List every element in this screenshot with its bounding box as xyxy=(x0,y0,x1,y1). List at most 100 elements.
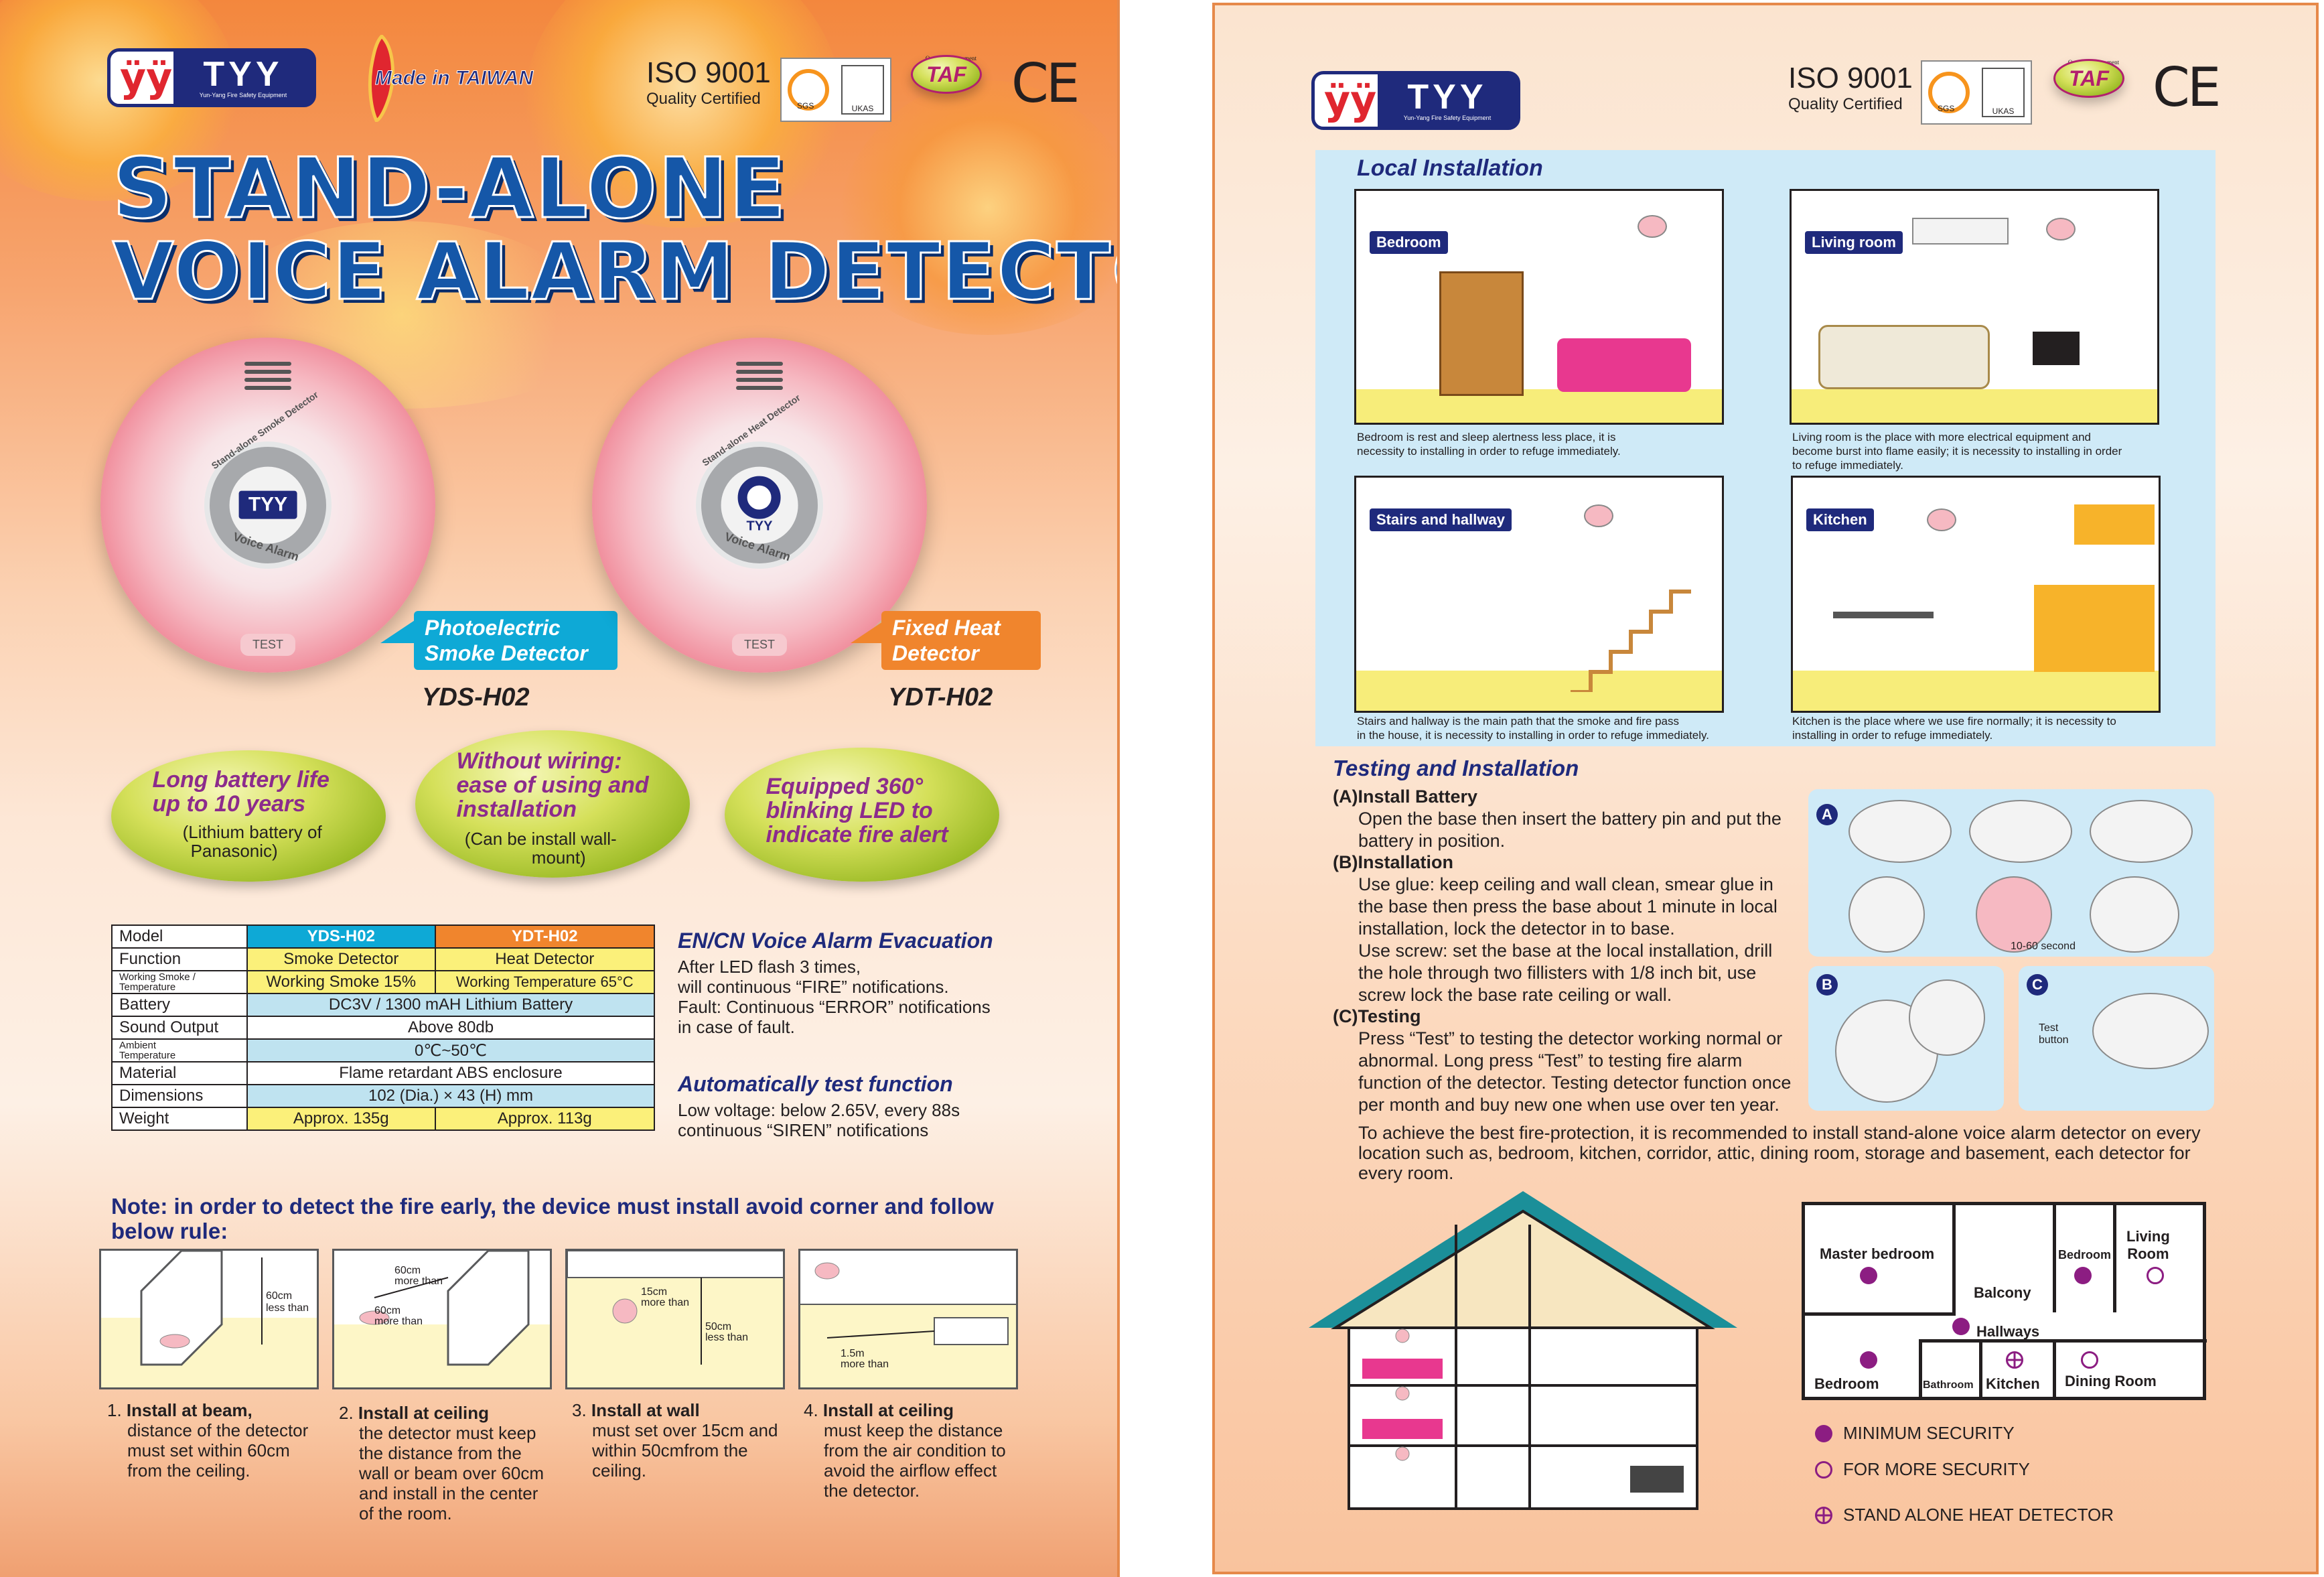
photoelectric-callout: Photoelectric Smoke Detector xyxy=(414,611,618,670)
legend-heat: STAND ALONE HEAT DETECTOR xyxy=(1815,1505,2114,1525)
step-1: 1. Install at beam, distance of the dete… xyxy=(107,1400,309,1481)
model-yds: YDS-H02 xyxy=(422,683,530,711)
legend-minimum: MINIMUM SECURITY xyxy=(1815,1423,2015,1444)
feature-wiring: Without wiring: ease of using and instal… xyxy=(415,730,690,878)
floor-plan: Master bedroom Bedroom Living Room Balco… xyxy=(1802,1202,2207,1400)
feature-led: Equipped 360° blinking LED to indicate f… xyxy=(725,748,999,882)
bed xyxy=(1557,338,1691,392)
local-title: Local Installation xyxy=(1357,155,1543,181)
tyy-mark: ÿÿ xyxy=(1324,77,1377,124)
step-b-illustration: B xyxy=(1808,966,2004,1111)
speaker-vents-icon xyxy=(736,358,783,394)
caption-living: Living room is the place with more elect… xyxy=(1792,431,2122,472)
room-living: Living room xyxy=(1790,189,2159,425)
filled-circle-icon xyxy=(1815,1424,1832,1442)
fixed-heat-callout: Fixed Heat Detector xyxy=(881,611,1041,670)
taf-badge: TAF Quality Management QC001 xyxy=(911,55,991,94)
room-bedroom: Bedroom xyxy=(1354,189,1724,425)
iso-certification: ISO 9001 Quality Certified xyxy=(1788,62,1913,113)
taf-badge: TAF Quality Management QC001 xyxy=(2053,59,2134,98)
more-security-marker xyxy=(2147,1267,2164,1284)
text-install-battery: Open the base then insert the battery pi… xyxy=(1358,809,1782,851)
brand-name: TYY xyxy=(203,55,283,94)
detector-icon xyxy=(1584,504,1613,527)
text-installation: Use glue: keep ceiling and wall clean, s… xyxy=(1358,874,1777,1005)
kitchen-cabinet xyxy=(2034,585,2155,672)
title-line-1: STAND-ALONE xyxy=(111,140,788,238)
advice-text: To achieve the best fire-protection, it … xyxy=(1358,1123,2201,1183)
test-button: TEST xyxy=(240,634,296,656)
taiwan-map-icon xyxy=(362,33,402,123)
min-security-marker xyxy=(2074,1267,2092,1284)
made-in-taiwan: Made in TAIWAN xyxy=(374,67,534,90)
house-cutaway-illustration xyxy=(1309,1191,1737,1510)
heading-installation: (B)Installation xyxy=(1333,852,1453,872)
step-c-illustration: C Test button xyxy=(2019,966,2214,1111)
tyy-mark: ÿÿ xyxy=(120,54,173,101)
legend-more: FOR MORE SECURITY xyxy=(1815,1459,2030,1480)
testing-title: Testing and Installation xyxy=(1333,756,1579,780)
step-3: 3. Install at wall must set over 15cm an… xyxy=(572,1400,778,1481)
autotest-title: Automatically test function xyxy=(678,1072,953,1096)
detector-icon xyxy=(1638,215,1667,238)
brand-tagline: Yun-Yang Fire Safety Equipment xyxy=(1403,115,1492,121)
detector-icon xyxy=(1927,508,1956,531)
crossed-circle-icon xyxy=(1815,1506,1832,1524)
flame-decoration xyxy=(837,80,1117,335)
step-4: 4. Install at ceiling must keep the dist… xyxy=(804,1400,1006,1501)
sgs-ukas-badge: SGS UKAS xyxy=(780,58,891,122)
sgs-ukas-badge: SGS UKAS xyxy=(1921,60,2032,125)
title-line-2: VOICE ALARM DETECTOR xyxy=(112,224,1117,319)
hollow-circle-icon xyxy=(1815,1460,1832,1479)
diagram-ceiling: 60cm more than 60cm more than xyxy=(332,1249,552,1389)
caption-bedroom: Bedroom is rest and sleep alertness less… xyxy=(1357,431,1621,458)
test-button: TEST xyxy=(731,634,788,656)
sgs-check-icon: SGS xyxy=(788,69,829,111)
ce-mark: CE xyxy=(1011,52,1080,115)
step-a-illustration: A 10-60 second xyxy=(1808,789,2214,957)
heading-testing: (C)Testing xyxy=(1333,1006,1421,1026)
sgs-check-icon: SGS xyxy=(1928,72,1970,113)
left-page: ÿÿ TYY Yun-Yang Fire Safety Equipment Ma… xyxy=(0,0,1120,1577)
min-security-marker xyxy=(1952,1318,1970,1335)
heading-install-battery: (A)Install Battery xyxy=(1333,786,1478,807)
wall-cabinet xyxy=(2074,504,2155,545)
diagram-beam: 60cm less than xyxy=(99,1249,319,1389)
brand-tagline: Yun-Yang Fire Safety Equipment xyxy=(199,92,287,98)
iso-certification: ISO 9001 Quality Certified xyxy=(646,56,771,108)
ukas-crown-icon: UKAS xyxy=(841,65,884,115)
diagram-wall: 15cm more than 50cm less than xyxy=(565,1249,785,1389)
caption-stairs: Stairs and hallway is the main path that… xyxy=(1357,715,1710,742)
brand-name: TYY xyxy=(1407,78,1487,117)
model-ydt: YDT-H02 xyxy=(888,683,993,711)
step-2: 2. Install at ceiling the detector must … xyxy=(339,1403,544,1523)
evac-title: EN/CN Voice Alarm Evacuation xyxy=(678,929,993,953)
min-security-marker xyxy=(1860,1351,1877,1369)
min-security-marker xyxy=(1860,1267,1877,1284)
room-kitchen: Kitchen xyxy=(1791,476,2161,713)
smoke-detector-image: TYY Stand-alone Smoke Detector Voice Ala… xyxy=(100,338,435,673)
tv xyxy=(2033,332,2080,365)
right-page: ÿÿ TYY Yun-Yang Fire Safety Equipment IS… xyxy=(1212,3,2319,1574)
speaker-vents-icon xyxy=(244,358,291,394)
heat-sensor-ring-icon xyxy=(737,476,781,519)
tyy-logo: ÿÿ TYY Yun-Yang Fire Safety Equipment xyxy=(107,48,316,107)
ce-mark: CE xyxy=(2153,56,2221,119)
air-conditioner xyxy=(1912,218,2009,245)
diagram-aircon: 1.5m more than xyxy=(798,1249,1018,1389)
autotest-text: Low voltage: below 2.65V, every 88s cont… xyxy=(678,1100,960,1140)
ukas-crown-icon: UKAS xyxy=(1982,68,2025,117)
wardrobe xyxy=(1439,271,1524,396)
text-testing: Press “Test” to testing the detector wor… xyxy=(1358,1028,1792,1115)
caption-kitchen: Kitchen is the place where we use fire n… xyxy=(1792,715,2116,742)
